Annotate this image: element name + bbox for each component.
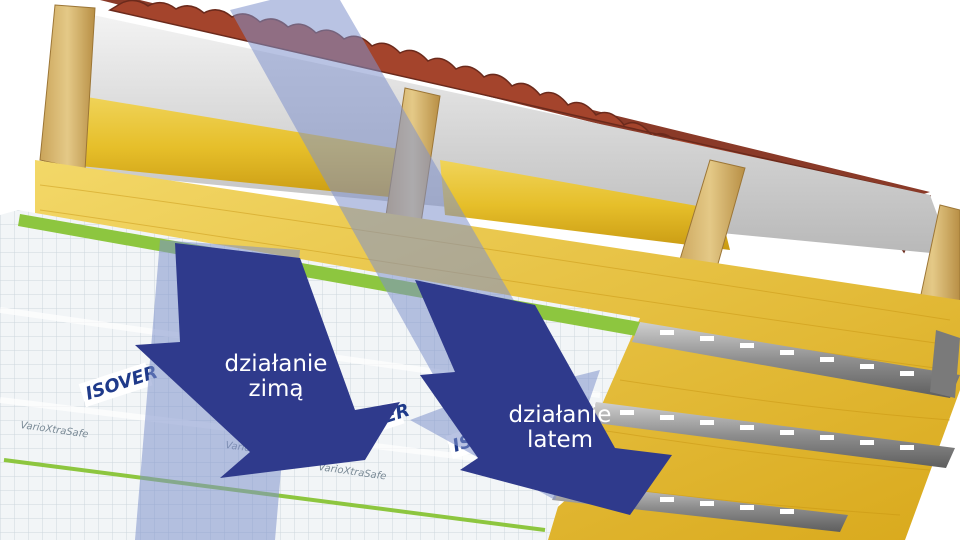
- mounting-rails: [552, 322, 960, 532]
- summer-arrow-label: działanie latem: [500, 403, 620, 453]
- summer-arrow: [415, 280, 672, 515]
- winter-arrow: [135, 243, 400, 478]
- insulation-top-2: [440, 160, 730, 250]
- winter-arrow-label: działanie zimą: [208, 352, 344, 402]
- summer-label-line2: latem: [526, 427, 594, 453]
- winter-label-line1: działanie: [224, 351, 328, 377]
- winter-label-line2: zimą: [248, 376, 304, 402]
- summer-label-line1: działanie: [508, 402, 612, 428]
